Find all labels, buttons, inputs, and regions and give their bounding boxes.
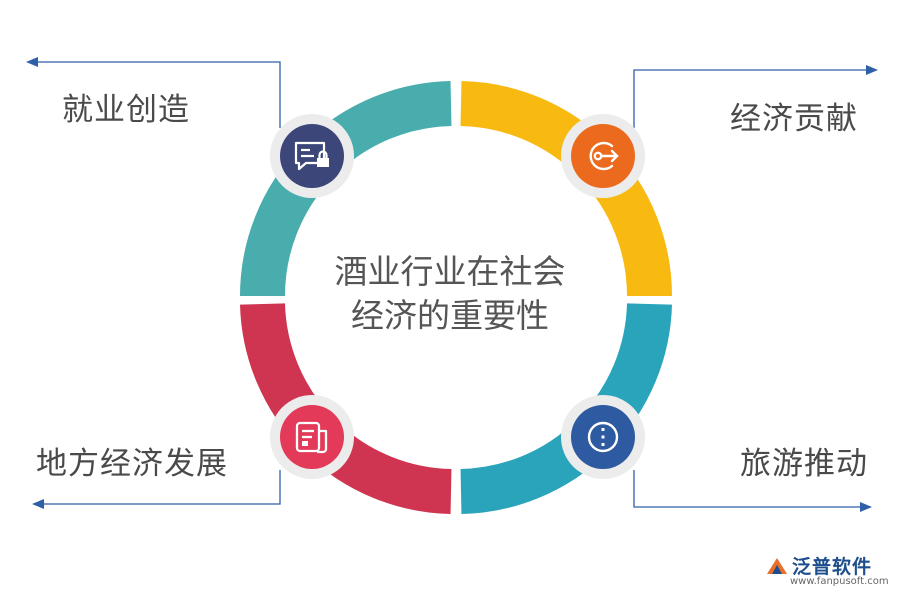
arrowhead-top-right xyxy=(866,65,878,75)
badge-employment xyxy=(270,114,354,198)
label-economic-contribution: 经济贡献 xyxy=(730,101,858,137)
badge-tourism xyxy=(561,395,645,479)
arrowhead-bottom-left xyxy=(32,499,44,509)
connector-lines xyxy=(26,57,878,512)
arrowhead-bottom-right xyxy=(860,502,872,512)
chat-lock-icon xyxy=(294,141,329,171)
center-title-line1: 酒业行业在社会 xyxy=(334,252,566,291)
connector-bottom-left xyxy=(38,470,281,505)
connector-top-left xyxy=(32,61,281,128)
more-dots-icon xyxy=(587,421,619,453)
document-icon xyxy=(295,421,328,454)
center-title-line2: 经济的重要性 xyxy=(351,296,549,335)
badge-local-economy xyxy=(270,395,354,479)
label-tourism: 旅游推动 xyxy=(740,446,868,482)
connector-top-right xyxy=(633,69,872,128)
brand-url: www.fanpusoft.com xyxy=(790,576,889,587)
label-employment: 就业创造 xyxy=(62,92,190,128)
connector-bottom-right xyxy=(633,470,866,508)
label-local-economy: 地方经济发展 xyxy=(36,446,228,482)
brand-logo-icon xyxy=(767,558,787,574)
arrowhead-top-left xyxy=(26,57,38,67)
brand-watermark: 泛普软件 www.fanpusoft.com xyxy=(760,552,900,600)
brand-name: 泛普软件 xyxy=(792,556,873,578)
arrow-circle-icon xyxy=(589,141,619,171)
center-title: 酒业行业在社会 经济的重要性 xyxy=(300,250,600,338)
badge-economic-contribution xyxy=(561,114,645,198)
